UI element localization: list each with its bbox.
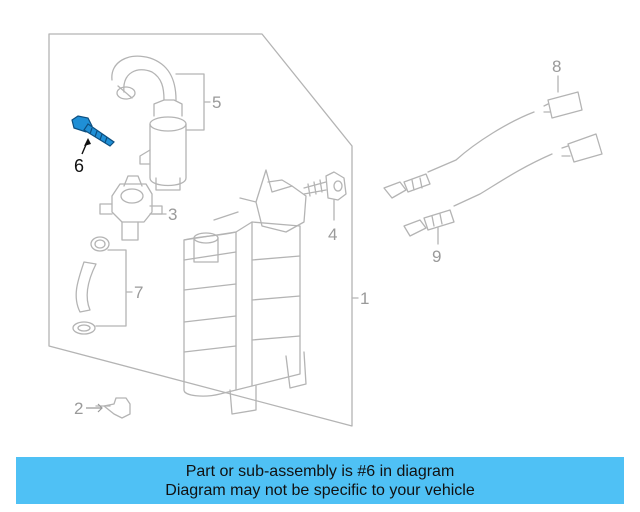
banner-line-2: Diagram may not be specific to your vehi…: [165, 481, 475, 499]
assembly-frame: [48, 33, 353, 427]
callout-6-arrowhead: [84, 138, 91, 146]
callout-label-3: 3: [168, 205, 177, 224]
bolt: [303, 171, 347, 201]
screw-part-6[interactable]: [71, 115, 115, 147]
charcoal-canister: [183, 169, 307, 415]
callout-5-bracket: [175, 73, 211, 131]
callout-label-7: 7: [134, 283, 143, 302]
callout-label-5: 5: [212, 93, 221, 112]
info-banner: Part or sub-assembly is #6 in diagram Di…: [16, 457, 624, 504]
callout-label-6: 6: [74, 156, 84, 176]
callout-label-1: 1: [360, 289, 369, 308]
filter-canister: [139, 99, 187, 191]
callout-label-2: 2: [74, 399, 83, 418]
callout-label-4: 4: [328, 225, 337, 244]
sensor-cable-9: [403, 133, 603, 237]
parts-diagram: 1 2 3 4 5 6 7 8 9: [48, 33, 603, 427]
banner-line-1: Part or sub-assembly is #6 in diagram: [185, 462, 455, 480]
sensor-cable-8: [383, 91, 583, 199]
hose-clip: [72, 236, 110, 335]
callout-7-bracket: [95, 249, 133, 327]
callout-label-9: 9: [432, 247, 441, 266]
bolt-small: [95, 397, 131, 419]
hose: [111, 55, 177, 101]
valve: [99, 175, 163, 241]
callout-label-8: 8: [552, 57, 561, 76]
callout-2-arrow: [86, 403, 103, 413]
